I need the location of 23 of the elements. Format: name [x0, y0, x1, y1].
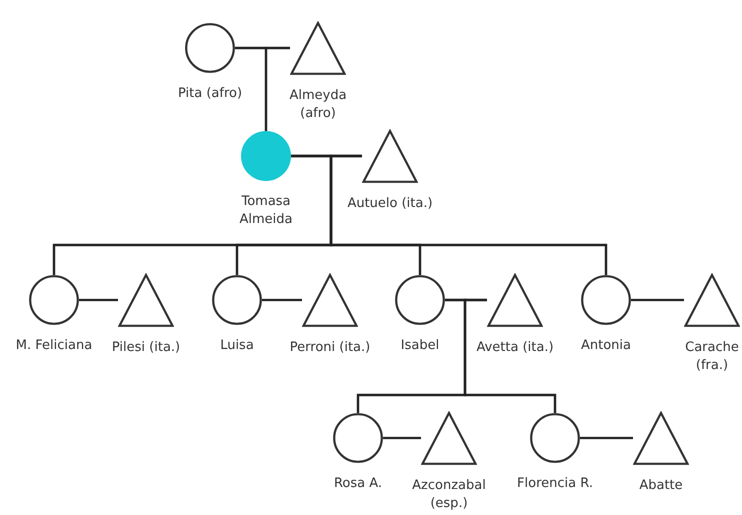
- person-name: Carache (fra.): [684, 339, 740, 375]
- descent-line: [264, 46, 290, 131]
- person-name: M. Feliciana: [16, 337, 92, 355]
- person-name: Abatte: [639, 477, 683, 495]
- person-name: Isabel: [400, 337, 440, 355]
- person-name: Rosa A.: [334, 475, 382, 493]
- person-name: Avetta (ita.): [476, 339, 554, 357]
- person-name: Luisa: [220, 337, 254, 355]
- marriage-line: [580, 436, 633, 440]
- person-name: Pilesi (ita.): [112, 339, 180, 357]
- person-name: Perroni (ita.): [290, 339, 370, 357]
- person-name: Almeyda (afro): [288, 87, 348, 123]
- descent-line: [464, 298, 556, 413]
- person-name: Azconzabal (esp.): [411, 477, 487, 513]
- person-name: Florencia R.: [517, 475, 593, 493]
- person-name: Antonia: [581, 337, 631, 355]
- marriage-line: [262, 298, 302, 302]
- person-name: Pita (afro): [178, 85, 242, 103]
- marriage-line: [383, 436, 421, 440]
- marriage-line: [79, 298, 118, 302]
- person-name: Autuelo (ita.): [347, 195, 433, 213]
- marriage-line: [631, 298, 684, 302]
- person-name: Tomasa Almeida: [238, 193, 294, 229]
